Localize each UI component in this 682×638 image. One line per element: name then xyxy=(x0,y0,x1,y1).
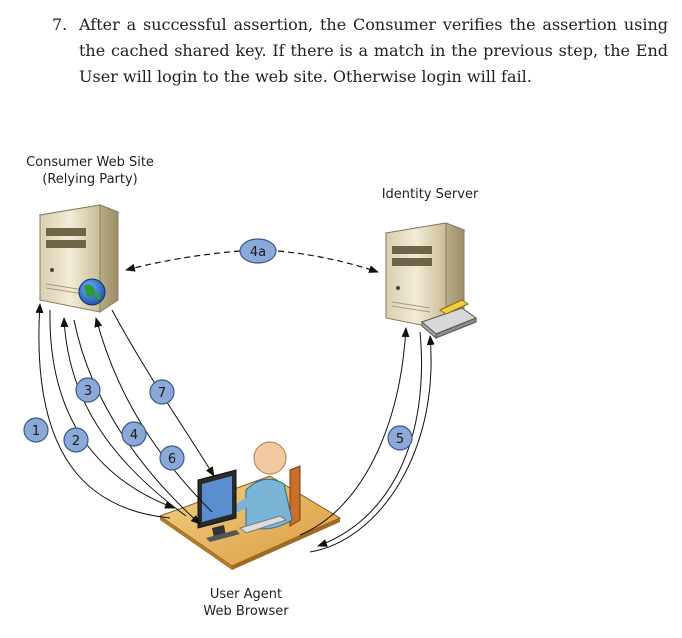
diagram-canvas: 4a 1 2 3 4 5 6 7 xyxy=(23,204,478,570)
badge-label-7: 7 xyxy=(158,386,166,401)
user-agent-label: User Agent Web Browser xyxy=(186,586,306,620)
badge-label-3: 3 xyxy=(84,384,92,399)
arrow-5a xyxy=(299,327,410,536)
user-workstation-icon xyxy=(158,441,342,570)
consumer-server-icon xyxy=(38,204,120,313)
step-paragraph: 7. After a successful assertion, the Con… xyxy=(52,12,668,90)
step-badge-2: 2 xyxy=(63,427,89,453)
step-badge-5: 5 xyxy=(387,425,413,451)
arrow-3 xyxy=(60,317,187,517)
identity-server-icon xyxy=(384,222,466,331)
arrow-4a xyxy=(125,250,241,272)
identity-server-label: Identity Server xyxy=(381,187,479,202)
step-badge-4a: 4a xyxy=(239,238,277,264)
arrow-6 xyxy=(94,317,213,513)
arrow-1 xyxy=(35,303,171,519)
badge-label-5: 5 xyxy=(396,432,404,447)
consumer-label-line1: Consumer Web Site xyxy=(26,155,154,170)
step-badge-1: 1 xyxy=(23,417,49,443)
user-agent-label-line1: User Agent xyxy=(209,587,283,602)
user-agent-label-line2: Web Browser xyxy=(203,604,289,619)
globe-icon xyxy=(78,278,106,306)
step-text: After a successful assertion, the Consum… xyxy=(79,15,668,86)
step-badge-4: 4 xyxy=(121,421,147,447)
step-badge-3: 3 xyxy=(75,377,101,403)
openid-flow-diagram: 4a 1 2 3 4 5 6 7 Consum xyxy=(0,140,682,633)
key-card-reader-icon xyxy=(421,299,478,340)
step-badge-7: 7 xyxy=(149,379,175,405)
arrow-4a-right xyxy=(277,250,379,273)
badge-label-4: 4 xyxy=(130,428,138,443)
step-number: 7. xyxy=(52,15,68,34)
consumer-label: Consumer Web Site (Relying Party) xyxy=(20,154,160,188)
arrow-4 xyxy=(73,319,201,525)
badge-label-1: 1 xyxy=(32,424,40,439)
badge-label-4a: 4a xyxy=(250,245,266,260)
consumer-label-line2: (Relying Party) xyxy=(42,172,138,187)
step-badge-6: 6 xyxy=(159,445,185,471)
arrow-5c xyxy=(309,335,435,553)
arrow-5b xyxy=(317,331,422,547)
badge-label-6: 6 xyxy=(168,452,176,467)
badge-label-2: 2 xyxy=(72,434,80,449)
